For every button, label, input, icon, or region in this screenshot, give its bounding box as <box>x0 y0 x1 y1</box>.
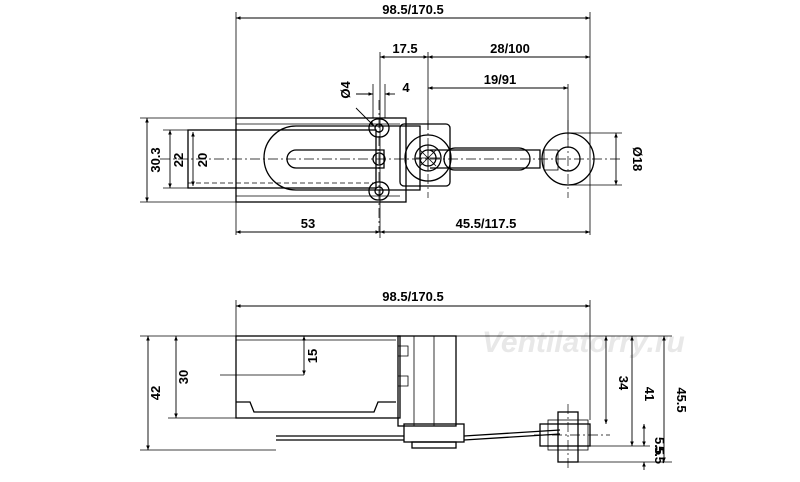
dim-side-42: 42 <box>146 336 163 450</box>
switch-head <box>397 335 457 427</box>
lever-slot <box>286 149 385 169</box>
svg-text:20: 20 <box>195 153 210 167</box>
switch-body-outline <box>235 117 407 203</box>
lever-arm <box>263 125 421 191</box>
side-view: 98.5/170.5 42 <box>140 289 689 470</box>
dim-side-5-5: 5.5 5.5 <box>642 424 667 470</box>
svg-text:15: 15 <box>305 349 320 363</box>
svg-text:5.5: 5.5 <box>652 446 667 464</box>
dim-overall-length-top: 98.5/170.5 <box>236 2 590 20</box>
dim-side-41: 41 <box>630 336 657 446</box>
dim-17-5: 17.5 <box>380 41 428 59</box>
svg-text:42: 42 <box>148 386 163 400</box>
dim-28-100: 28/100 <box>428 41 590 59</box>
svg-text:Ø18: Ø18 <box>630 147 645 172</box>
dim-hole-4: 4 Ø4 <box>338 80 410 127</box>
dim-53: 53 <box>236 216 380 234</box>
svg-text:30.3: 30.3 <box>148 147 163 172</box>
svg-text:Ø4: Ø4 <box>338 81 353 99</box>
dim-height-20: 20 <box>191 132 210 186</box>
lever-plate <box>463 429 561 437</box>
dim-height-30-3: 30.3 <box>145 118 163 202</box>
dim-45-5-117-5: 45.5/117.5 <box>380 216 590 234</box>
switch-body-side <box>235 335 401 419</box>
svg-text:28/100: 28/100 <box>490 41 530 56</box>
dim-side-15: 15 <box>302 336 320 375</box>
svg-text:34: 34 <box>616 376 631 391</box>
svg-text:45.5/117.5: 45.5/117.5 <box>456 216 517 231</box>
dim-19-91: 19/91 <box>428 72 568 90</box>
dim-height-22: 22 <box>168 130 186 188</box>
svg-text:41: 41 <box>642 387 657 401</box>
dim-overall-length-side: 98.5/170.5 <box>236 289 590 308</box>
svg-text:22: 22 <box>171 153 186 167</box>
svg-text:17.5: 17.5 <box>392 41 417 56</box>
svg-text:53: 53 <box>301 216 315 231</box>
dim-side-34: 34 <box>604 336 631 424</box>
svg-text:4: 4 <box>402 80 410 95</box>
svg-text:5.5: 5.5 <box>652 437 667 455</box>
dim-side-30: 30 <box>174 336 191 418</box>
dim-side-45-5: 45.5 <box>662 336 689 462</box>
svg-text:98.5/170.5: 98.5/170.5 <box>382 2 443 17</box>
watermark-text: Ventilatorry.ru <box>482 326 685 359</box>
top-view: 98.5/170.5 17.5 28/100 19/91 4 Ø4 <box>140 2 645 238</box>
svg-text:98.5/170.5: 98.5/170.5 <box>382 289 443 304</box>
dim-roller-diameter: Ø18 <box>568 132 645 186</box>
svg-text:45.5: 45.5 <box>674 387 689 412</box>
svg-text:30: 30 <box>176 370 191 384</box>
svg-text:19/91: 19/91 <box>484 72 517 87</box>
